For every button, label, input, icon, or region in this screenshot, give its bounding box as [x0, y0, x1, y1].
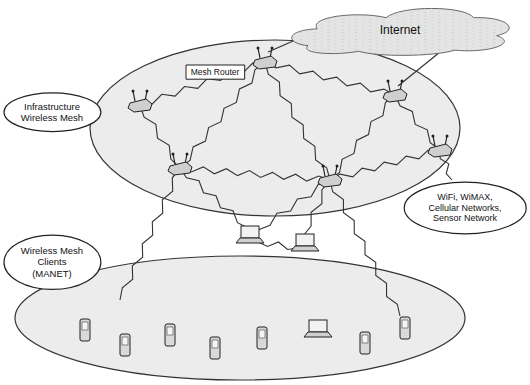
- wireless-link: [395, 95, 440, 150]
- mesh-router-label: Mesh Router: [186, 65, 245, 79]
- mesh-router: [383, 80, 407, 103]
- mesh-router: [318, 165, 342, 188]
- wireless-link: [265, 62, 330, 180]
- phone-device: [400, 317, 410, 339]
- node-text: WiFi, WiMAX, Cellular Networks, Sensor N…: [424, 192, 506, 224]
- wireless-link: [330, 180, 400, 316]
- wireless-link: [140, 105, 180, 168]
- internet-link: [398, 52, 440, 86]
- laptop-device: [304, 320, 332, 337]
- clients-label: Wireless Mesh Clients (MANET): [3, 234, 102, 291]
- phone-device: [120, 334, 130, 356]
- laptop-device: [291, 234, 319, 251]
- phone-device: [80, 319, 90, 341]
- wireless-link: [330, 95, 395, 180]
- phone-device: [165, 324, 175, 346]
- internet-cloud: Internet: [285, 2, 515, 58]
- phone-device: [360, 332, 370, 354]
- node-text: Wireless Mesh Clients (MANET): [20, 245, 84, 279]
- mesh-router: [428, 135, 452, 158]
- node-text: Internet: [380, 23, 421, 37]
- wireless-link: [180, 167, 330, 181]
- laptop-device: [236, 226, 264, 243]
- wireless-link: [265, 62, 395, 95]
- node-text: Infrastructure Wireless Mesh: [20, 101, 84, 124]
- wireless-link: [120, 168, 180, 300]
- wireless-link: [180, 62, 265, 168]
- infrastructure-label: Infrastructure Wireless Mesh: [3, 92, 102, 132]
- wireless-link: [140, 62, 265, 105]
- wireless-link: [258, 180, 330, 230]
- wireless-link: [330, 150, 440, 180]
- devices: [80, 226, 410, 359]
- wireless-link: [180, 168, 248, 228]
- infrastructure-region: [90, 40, 460, 216]
- mesh-router: [168, 153, 192, 176]
- phone-device: [257, 327, 267, 349]
- wireless-links: [120, 47, 452, 317]
- phone-device: [210, 337, 220, 359]
- mesh-router: [128, 90, 152, 113]
- access-networks-label: WiFi, WiMAX, Cellular Networks, Sensor N…: [403, 181, 527, 235]
- node-text: Mesh Router: [191, 67, 240, 77]
